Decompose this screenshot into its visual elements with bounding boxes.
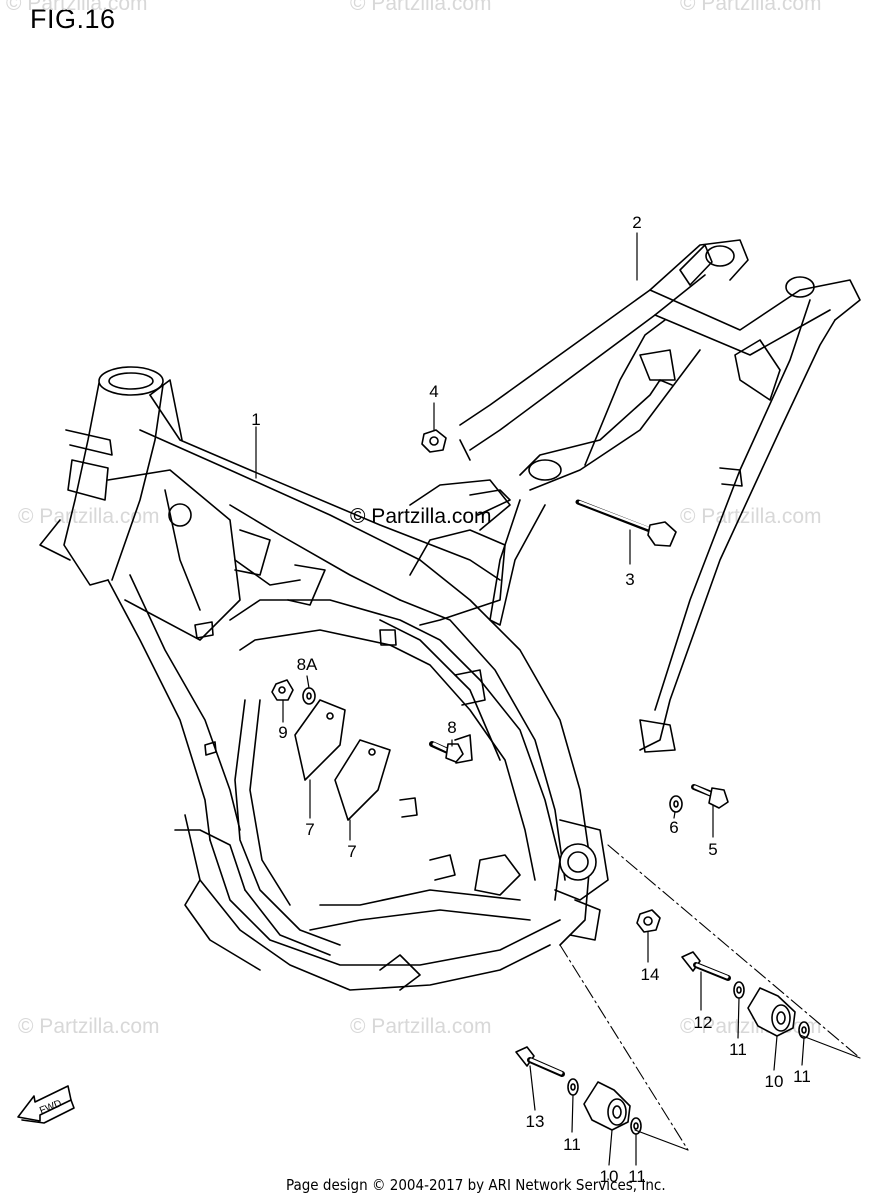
- callout-3: 3: [625, 570, 635, 589]
- watermark-center: © Partzilla.com: [350, 505, 492, 528]
- watermark: © Partzilla.com: [18, 1015, 160, 1038]
- leader-lines: [256, 233, 804, 1165]
- callout-1: 1: [251, 410, 261, 429]
- callout-2: 2: [632, 213, 642, 232]
- bushing-10: [584, 988, 795, 1130]
- callout-11d: 11: [628, 1167, 646, 1186]
- callout-10b: 10: [599, 1167, 619, 1186]
- projection-lines: [560, 845, 860, 1150]
- washer-6: [670, 796, 682, 812]
- callout-11a: 11: [729, 1040, 747, 1059]
- callout-4: 4: [429, 382, 439, 401]
- callout-8a: 8A: [296, 655, 318, 674]
- watermark: © Partzilla.com: [680, 505, 822, 528]
- bolt-3: [578, 502, 676, 546]
- callout-14: 14: [640, 965, 660, 984]
- nut-9: [272, 680, 293, 700]
- footer-copyright: Page design © 2004-2017 by ARI Network S…: [286, 1176, 666, 1194]
- washer-8a: [303, 688, 315, 704]
- nut-4: [422, 430, 446, 452]
- callout-12: 12: [693, 1013, 713, 1032]
- callout-7a: 7: [305, 820, 315, 839]
- callout-11c: 11: [563, 1135, 581, 1154]
- figure-title: FIG.16: [30, 4, 116, 34]
- callout-11b: 11: [793, 1067, 811, 1086]
- fwd-arrow-icon: FWD: [18, 1086, 74, 1123]
- nut-14: [637, 910, 660, 932]
- callout-7b: 7: [347, 842, 357, 861]
- callout-9: 9: [278, 723, 288, 742]
- callout-13: 13: [525, 1112, 545, 1131]
- watermark: © Partzilla.com: [680, 0, 822, 15]
- callout-8: 8: [447, 718, 457, 737]
- projection-lines: [635, 1035, 860, 1150]
- callout-6: 6: [669, 818, 679, 837]
- bracket-7: [295, 700, 390, 820]
- watermark: © Partzilla.com: [6, 0, 148, 15]
- callout-5: 5: [708, 840, 718, 859]
- watermark: © Partzilla.com: [350, 0, 492, 15]
- watermark: © Partzilla.com: [18, 505, 160, 528]
- washer-11: [568, 982, 809, 1134]
- watermark: © Partzilla.com: [350, 1015, 492, 1038]
- bolt-8: [432, 744, 463, 762]
- main-frame: [40, 367, 608, 990]
- bolt-5: [694, 787, 728, 808]
- rear-subframe: [410, 240, 860, 752]
- bolt-12: [682, 952, 728, 978]
- callout-10a: 10: [764, 1072, 784, 1091]
- bolt-13: [516, 1047, 562, 1074]
